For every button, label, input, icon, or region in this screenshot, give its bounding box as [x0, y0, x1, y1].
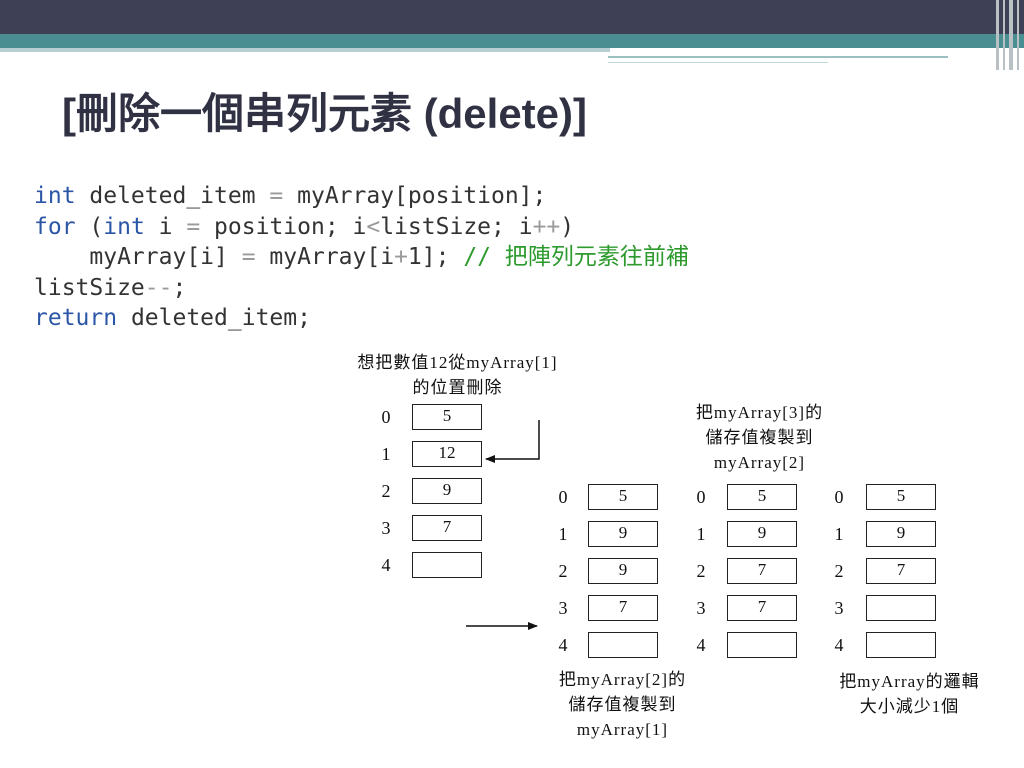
array-cell: 7: [412, 515, 482, 541]
code-text: deleted_item: [75, 183, 270, 209]
array-cell: 9: [588, 521, 658, 547]
array-cell: 12: [412, 441, 482, 467]
array-index: 3: [834, 598, 844, 618]
code-line-3: myArray[i] = myArray[i+1]; // 把陣列元素往前補: [34, 244, 689, 270]
code-text: ;: [172, 274, 187, 301]
header-corner-stripes: [994, 0, 1024, 70]
array-index: 2: [558, 561, 568, 581]
array-index: 4: [558, 635, 568, 655]
caption-line: myArray[1]: [576, 720, 669, 739]
code-operator: =: [241, 244, 256, 270]
code-block: int deleted_item = myArray[position]; fo…: [34, 181, 689, 334]
caption-copy-2-to-1: 把myArray[2]的 儲存值複製到 myArray[1]: [535, 667, 710, 742]
array-index: 4: [696, 635, 706, 655]
caption-line: myArray[2]: [713, 453, 806, 472]
caption-copy-3-to-2: 把myArray[3]的 儲存值複製到 myArray[2]: [672, 400, 847, 475]
array-index: 3: [696, 598, 706, 618]
array-cell: 7: [866, 558, 936, 584]
array-index: 2: [381, 481, 391, 501]
array-cell: 9: [866, 521, 936, 547]
code-text: ): [560, 213, 575, 240]
array-index: 1: [381, 444, 391, 464]
caption-line: 把myArray[3]的: [695, 403, 824, 422]
array-cell: [588, 632, 658, 658]
array-cell: 9: [412, 478, 482, 504]
code-operator: +: [394, 244, 408, 270]
array-cell: 5: [866, 484, 936, 510]
code-operator: <: [366, 213, 381, 240]
code-operator: =: [186, 213, 201, 240]
code-text: deleted_item;: [117, 305, 311, 331]
array-index: 3: [558, 598, 568, 618]
caption-line: 儲存值複製到: [705, 428, 814, 447]
array-cell: 7: [588, 595, 658, 621]
caption-line: 想把數值12從myArray[1]: [357, 353, 558, 372]
array-cell: 7: [727, 595, 797, 621]
array-index: 0: [381, 407, 391, 427]
header-band-soft: [0, 48, 610, 52]
array-index: 0: [558, 487, 568, 507]
code-keyword: int: [34, 183, 76, 209]
array-cell: 9: [588, 558, 658, 584]
code-text: 1];: [407, 244, 464, 270]
code-line-4: listSize--;: [34, 275, 186, 301]
caption-shrink-size: 把myArray的邏輯 大小減少1個: [812, 669, 1007, 719]
array-index: 2: [834, 561, 844, 581]
code-text: myArray[i: [255, 244, 395, 270]
array-cell: [727, 632, 797, 658]
code-comment: // 把陣列元素往前補: [463, 244, 689, 270]
header-rule-1: [608, 56, 948, 58]
array-index: 1: [558, 524, 568, 544]
code-keyword: int: [103, 213, 145, 240]
pointer-arrow-to-12: [485, 420, 540, 463]
array-cell: 5: [588, 484, 658, 510]
code-operator: --: [144, 274, 173, 301]
header-rule-2: [608, 62, 828, 63]
header-band-teal: [0, 34, 1024, 48]
slide-title: [刪除一個串列元素 (delete)]: [62, 90, 588, 137]
code-operator: =: [269, 183, 284, 209]
array-index: 0: [696, 487, 706, 507]
code-keyword: return: [34, 305, 118, 331]
caption-line: 把myArray[2]的: [558, 670, 687, 689]
code-line-5: return deleted_item;: [34, 305, 311, 331]
array-index: 4: [834, 635, 844, 655]
code-text: listSize: [34, 274, 145, 301]
code-text: (: [75, 213, 104, 240]
caption-remove-12: 想把數值12從myArray[1] 的位置刪除: [335, 350, 580, 400]
header-band-dark: [0, 0, 1024, 34]
caption-line: 的位置刪除: [412, 378, 503, 397]
array-cell: 9: [727, 521, 797, 547]
code-operator: ++: [532, 213, 561, 240]
array-cell: 7: [727, 558, 797, 584]
caption-line: 大小減少1個: [859, 697, 960, 716]
caption-line: 儲存值複製到: [568, 695, 677, 714]
code-text: i: [144, 213, 187, 240]
array-index: 1: [696, 524, 706, 544]
array-index: 2: [696, 561, 706, 581]
code-keyword: for: [34, 213, 76, 240]
code-text: myArray[i]: [89, 244, 242, 270]
code-text: listSize; i: [380, 213, 533, 240]
array-index: 1: [834, 524, 844, 544]
array-index: 0: [834, 487, 844, 507]
code-text: myArray[position];: [283, 183, 547, 209]
caption-line: 把myArray的邏輯: [839, 672, 980, 691]
code-text: position; i: [200, 213, 367, 240]
code-line-1: int deleted_item = myArray[position];: [34, 183, 546, 209]
array-index: 4: [381, 555, 391, 575]
array-index: 3: [381, 518, 391, 538]
array-cell: 5: [727, 484, 797, 510]
array-cell: [412, 552, 482, 578]
array-cell: 5: [412, 404, 482, 430]
code-line-2: for (int i = position; i<listSize; i++): [34, 214, 574, 240]
array-cell: [866, 595, 936, 621]
array-cell: [866, 632, 936, 658]
